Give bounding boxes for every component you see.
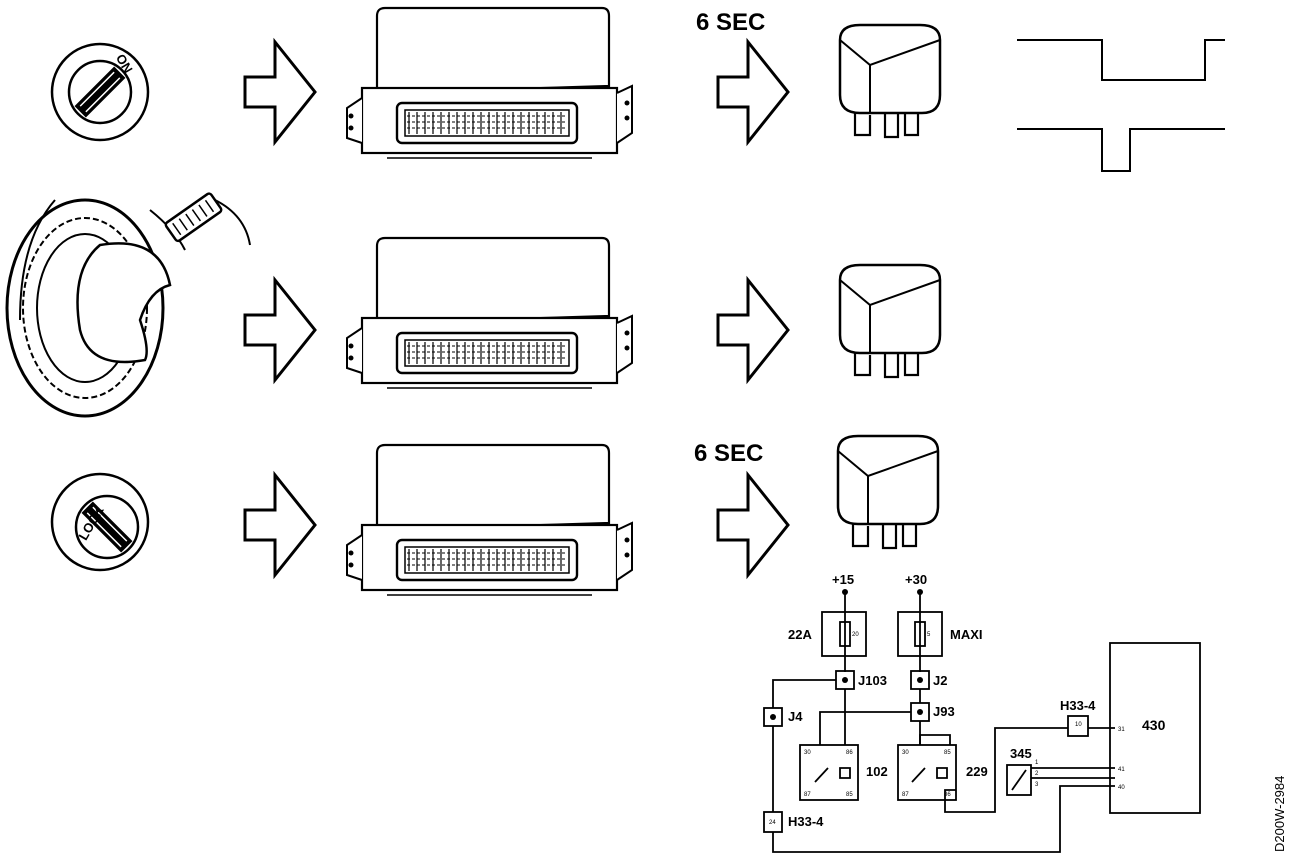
- fuse-22a-rating: 20: [852, 632, 859, 638]
- relay-row1: [838, 23, 942, 139]
- timer-label-row1: 6 SEC: [696, 9, 765, 36]
- timer-label-row3: 6 SEC: [694, 440, 763, 467]
- relay-229-pin-85: 85: [944, 750, 951, 756]
- arrow-row3-a: [243, 473, 317, 577]
- timing-waveform: [1017, 39, 1225, 172]
- junction-j103: J103: [858, 673, 887, 688]
- wiring-schematic: +15 +30 22A 20 MAXI 5 J103 J2 J4 J93 30 …: [763, 572, 1201, 853]
- supply-plus15: +15: [832, 572, 854, 587]
- relay-102-pin-30: 30: [804, 750, 811, 756]
- junction-j4: J4: [788, 709, 803, 724]
- relay-229-pin-87: 87: [902, 792, 909, 798]
- connector-h33-4-bottom: H33-4: [788, 814, 824, 829]
- connector-h33-4-top-pin: 10: [1075, 722, 1082, 728]
- relay-102-pin-87: 87: [804, 792, 811, 798]
- connector-h33-4-bottom-pin: 24: [769, 820, 776, 826]
- supply-plus30: +30: [905, 572, 927, 587]
- ecu-430-pin-40: 40: [1118, 785, 1125, 791]
- figure-id: D200W-2984: [1272, 776, 1287, 852]
- switch-345-pin-1: 1: [1035, 760, 1039, 766]
- ecu-430-pin-41: 41: [1118, 767, 1125, 773]
- fuse-22a-label: 22A: [788, 627, 812, 642]
- arrow-row3-b: [716, 473, 790, 577]
- arrow-row2-a: [243, 278, 317, 382]
- ecu-430-pin-31: 31: [1118, 727, 1125, 733]
- relay-229-pin-86: 86: [944, 792, 951, 798]
- relay-229-label: 229: [966, 764, 988, 779]
- fuse-maxi-label: MAXI: [950, 627, 983, 642]
- switch-345-pin-3: 3: [1035, 782, 1039, 788]
- connector-h33-4-top: H33-4: [1060, 698, 1096, 713]
- ecu-module-row1: [345, 6, 634, 160]
- relay-row2: [838, 263, 942, 379]
- junction-j93: J93: [933, 704, 955, 719]
- fuse-maxi-rating: 5: [927, 632, 931, 638]
- relay-229-pin-30: 30: [902, 750, 909, 756]
- ecu-430-label: 430: [1142, 717, 1166, 733]
- relay-102-pin-85: 85: [846, 792, 853, 798]
- switch-345-label: 345: [1010, 746, 1032, 761]
- relay-102-pin-86: 86: [846, 750, 853, 756]
- arrow-row1-b: [716, 40, 790, 144]
- relay-row3: [836, 434, 940, 550]
- ignition-lock-switch: LOCK: [50, 472, 150, 572]
- arrow-row2-b: [716, 278, 790, 382]
- arrow-row1-a: [243, 40, 317, 144]
- ecu-module-row2: [345, 236, 634, 390]
- junction-j2: J2: [933, 673, 947, 688]
- relay-102-label: 102: [866, 764, 888, 779]
- ecu-module-row3: [345, 443, 634, 597]
- transponder-coil-and-key: [5, 192, 251, 418]
- ignition-on-switch: ON: [50, 42, 150, 142]
- switch-345-pin-2: 2: [1035, 771, 1039, 777]
